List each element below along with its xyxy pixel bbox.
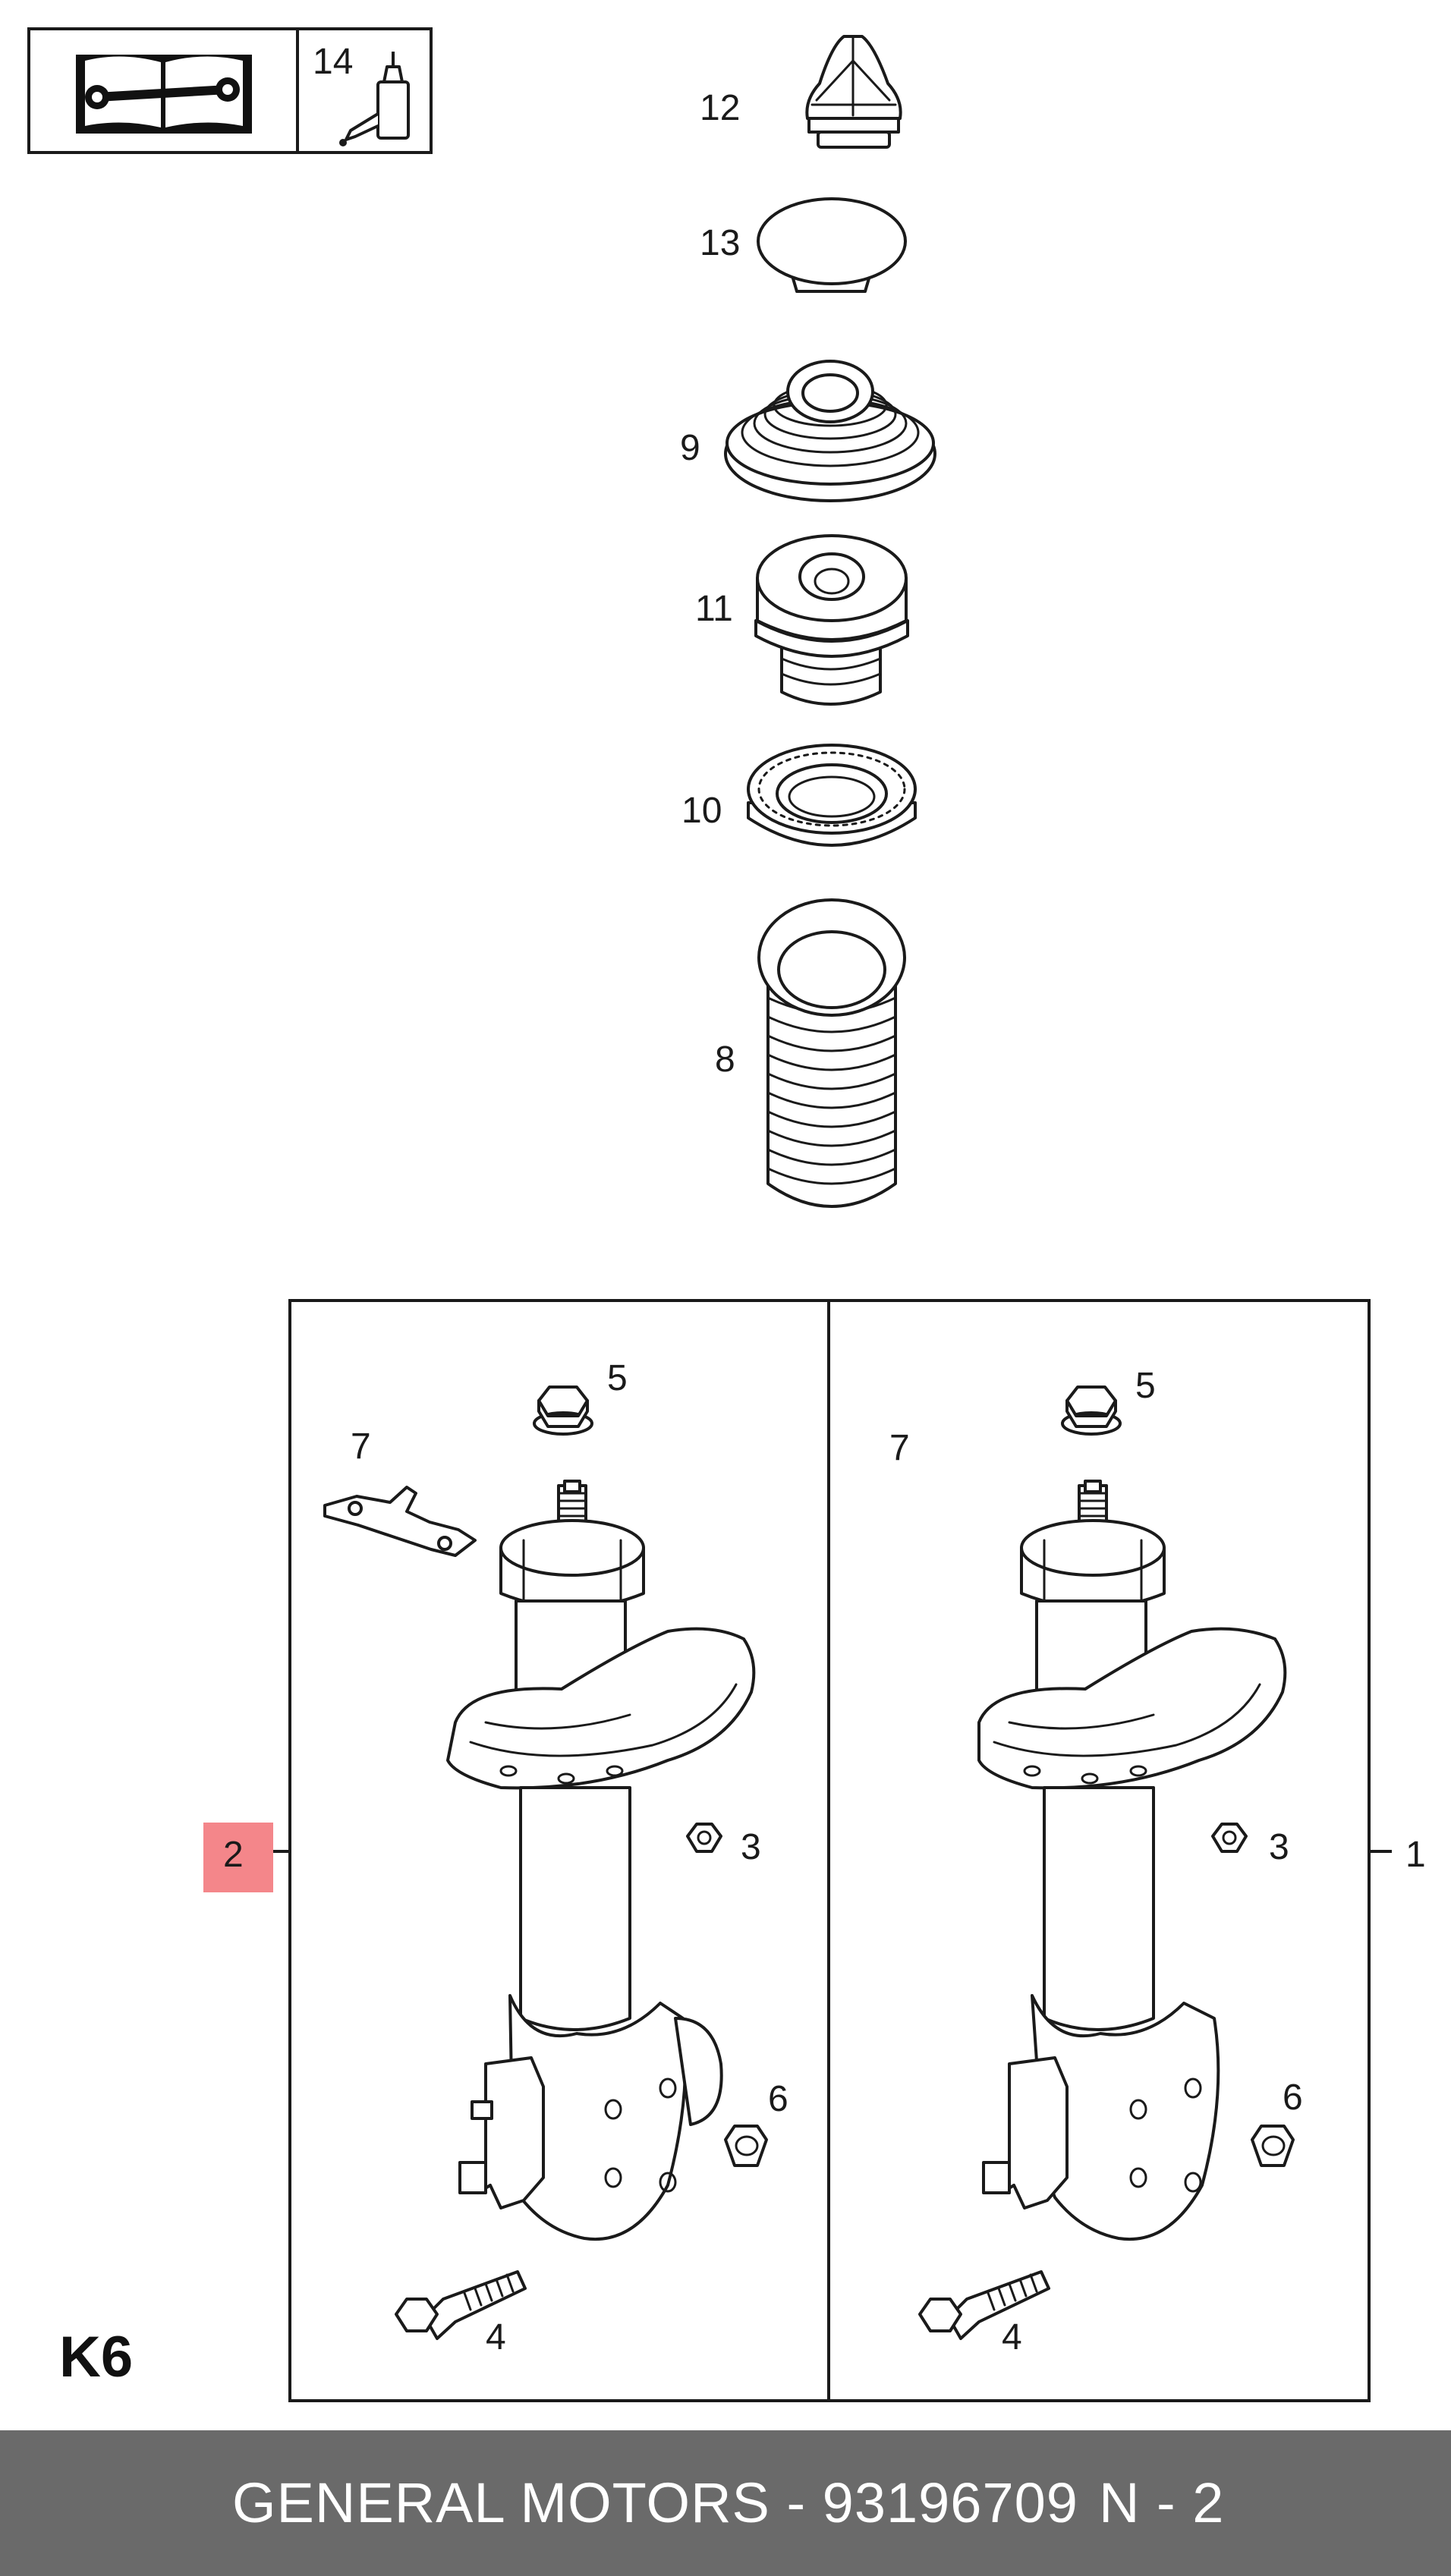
label-9: 9: [680, 428, 700, 468]
label-right-7: 7: [889, 1428, 910, 1468]
label-left-6: 6: [768, 2079, 788, 2119]
label-left-7: 7: [351, 1426, 371, 1467]
label-10: 10: [681, 791, 722, 831]
left-flange-nut-3: [686, 1823, 722, 1853]
lubricant-bottle-icon: [339, 52, 410, 146]
label-right-6: 6: [1283, 2077, 1303, 2118]
label-12: 12: [700, 88, 740, 128]
footer-bar: GENERAL MOTORS - 93196709 N - 2: [0, 2430, 1451, 2576]
part-10-bearing: [747, 744, 917, 847]
label-left-4: 4: [486, 2317, 506, 2357]
part-11-jounce-bumper: [754, 534, 909, 706]
label-11: 11: [695, 589, 733, 629]
label-13: 13: [700, 223, 740, 263]
left-bolt-4: [395, 2270, 527, 2340]
tool-callout-label: 14: [313, 42, 353, 82]
footer-brand-part-number: GENERAL MOTORS - 93196709: [232, 2471, 1078, 2534]
part-9-strut-mount: [724, 360, 936, 502]
label-right-4: 4: [1002, 2317, 1022, 2357]
right-flange-nut-3: [1211, 1823, 1248, 1853]
footer-page-reference: N - 2: [1099, 2471, 1225, 2534]
part-12-top-cap: [805, 35, 902, 149]
right-strut-assembly: [977, 1480, 1287, 2241]
left-bracket-7: [323, 1486, 477, 1557]
left-nut-5: [533, 1386, 593, 1436]
left-strut-assembly: [446, 1480, 756, 2241]
label-assembly-2: 2: [223, 1835, 244, 1875]
label-right-3: 3: [1269, 1827, 1289, 1867]
assembly-2-highlight: [203, 1823, 273, 1892]
part-13-cover-disc: [757, 197, 907, 293]
label-assembly-1: 1: [1405, 1835, 1426, 1875]
label-left-3: 3: [741, 1827, 761, 1867]
variant-code: K6: [59, 2325, 133, 2389]
right-nut-5: [1061, 1386, 1122, 1436]
part-8-dust-boot: [757, 898, 906, 1208]
legend-box: 14: [27, 27, 433, 154]
service-manual-icon: [76, 55, 252, 134]
label-8: 8: [715, 1040, 735, 1080]
right-nut-6: [1251, 2125, 1295, 2167]
left-nut-6: [724, 2125, 768, 2167]
label-right-5: 5: [1135, 1366, 1156, 1406]
label-left-5: 5: [607, 1358, 628, 1398]
right-bolt-4: [918, 2270, 1050, 2340]
